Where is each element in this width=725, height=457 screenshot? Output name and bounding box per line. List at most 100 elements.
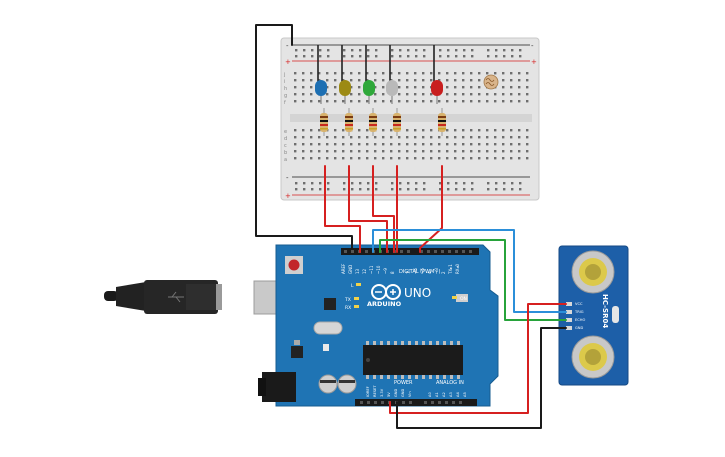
hole (454, 143, 457, 146)
hole (430, 79, 433, 82)
hole (454, 79, 457, 82)
sensor-model-label: HC-SR04 (601, 294, 609, 328)
hole (366, 341, 369, 345)
hole (450, 375, 453, 379)
hole (454, 150, 457, 153)
hole (302, 136, 305, 139)
hole (351, 49, 354, 52)
hole (390, 100, 393, 103)
hole (446, 100, 449, 103)
hole (454, 129, 457, 132)
hole (334, 93, 337, 96)
hole (367, 188, 370, 191)
hole (519, 188, 522, 191)
wire-led-5[interactable] (419, 165, 443, 253)
hole (462, 150, 465, 153)
hole (350, 136, 353, 139)
hole (326, 143, 329, 146)
hole (430, 100, 433, 103)
resistor[interactable] (345, 108, 353, 136)
arduino-uno[interactable]: ARDUINO UNO L TX RX ON AREF GND 13 12 ~1… (104, 244, 499, 407)
wire-led-1[interactable] (324, 165, 361, 253)
hole (398, 86, 401, 89)
capacitor (318, 374, 338, 394)
hole (365, 250, 368, 253)
wires (255, 24, 567, 429)
hole (366, 136, 369, 139)
wire-vcc[interactable] (389, 303, 567, 414)
hole (502, 100, 505, 103)
sensor-pin-echo[interactable] (566, 318, 572, 322)
wire-sensor-gnd[interactable] (396, 327, 567, 429)
hole (294, 150, 297, 153)
hole (447, 55, 450, 58)
hole (511, 55, 514, 58)
hole (401, 375, 404, 379)
hole (448, 250, 451, 253)
hole (462, 157, 465, 160)
led-blue[interactable] (315, 80, 327, 104)
wire-echo[interactable] (379, 239, 567, 321)
hole (457, 341, 460, 345)
resistor-band (345, 120, 353, 122)
hole (446, 150, 449, 153)
pin-label-gnd2: GND (401, 389, 405, 397)
ultrasonic-sensor[interactable]: HC-SR04 VCC TRIG ECHO GND (558, 245, 629, 386)
hole (502, 72, 505, 75)
hole (430, 93, 433, 96)
power-jack[interactable] (262, 372, 296, 402)
top-row-labels: j i h g f (283, 72, 287, 106)
led-white[interactable] (386, 80, 398, 104)
hole (452, 401, 455, 404)
hole (446, 86, 449, 89)
hole (502, 79, 505, 82)
hole (366, 100, 369, 103)
wire-led-3[interactable] (372, 165, 395, 253)
pin-label-9: ~9 (383, 268, 388, 274)
hole (470, 157, 473, 160)
hole (367, 182, 370, 185)
wire-trig[interactable] (372, 229, 567, 313)
reset-button[interactable] (288, 259, 300, 271)
led-yellow[interactable] (339, 80, 351, 104)
hole (310, 79, 313, 82)
hole (294, 79, 297, 82)
photoresistor[interactable] (483, 74, 499, 90)
resistor[interactable] (438, 108, 446, 136)
resistor-band (393, 128, 401, 130)
hole (414, 86, 417, 89)
row-label: h (284, 86, 287, 92)
rx-label: RX (345, 305, 351, 311)
resistor[interactable] (369, 108, 377, 136)
hole (447, 188, 450, 191)
resistor[interactable] (393, 108, 401, 136)
sensor-pin-trig[interactable] (566, 310, 572, 314)
photoresistor-head (483, 74, 499, 90)
hole (358, 157, 361, 160)
resistor-band (438, 120, 446, 122)
led-green[interactable] (363, 80, 375, 104)
led-red[interactable] (431, 80, 443, 104)
hole (427, 250, 430, 253)
hole (462, 79, 465, 82)
wire-gnd-rail[interactable] (255, 24, 353, 249)
led-l (356, 283, 361, 286)
hole (343, 188, 346, 191)
hole (438, 136, 441, 139)
hole (407, 55, 410, 58)
hole (518, 136, 521, 139)
hole (406, 150, 409, 153)
pin-label-3v3: 3.3V (380, 388, 384, 397)
hole (519, 182, 522, 185)
led-red-body (431, 80, 443, 96)
hole (350, 86, 353, 89)
hole (510, 100, 513, 103)
hole (519, 49, 522, 52)
hole (438, 150, 441, 153)
wire-led-2[interactable] (348, 165, 388, 253)
sensor-pin-vcc[interactable] (566, 302, 572, 306)
resistor[interactable] (320, 108, 328, 136)
hole (327, 182, 330, 185)
usb-symbol-icon (168, 291, 184, 303)
sensor-pin-gnd[interactable] (566, 326, 572, 330)
